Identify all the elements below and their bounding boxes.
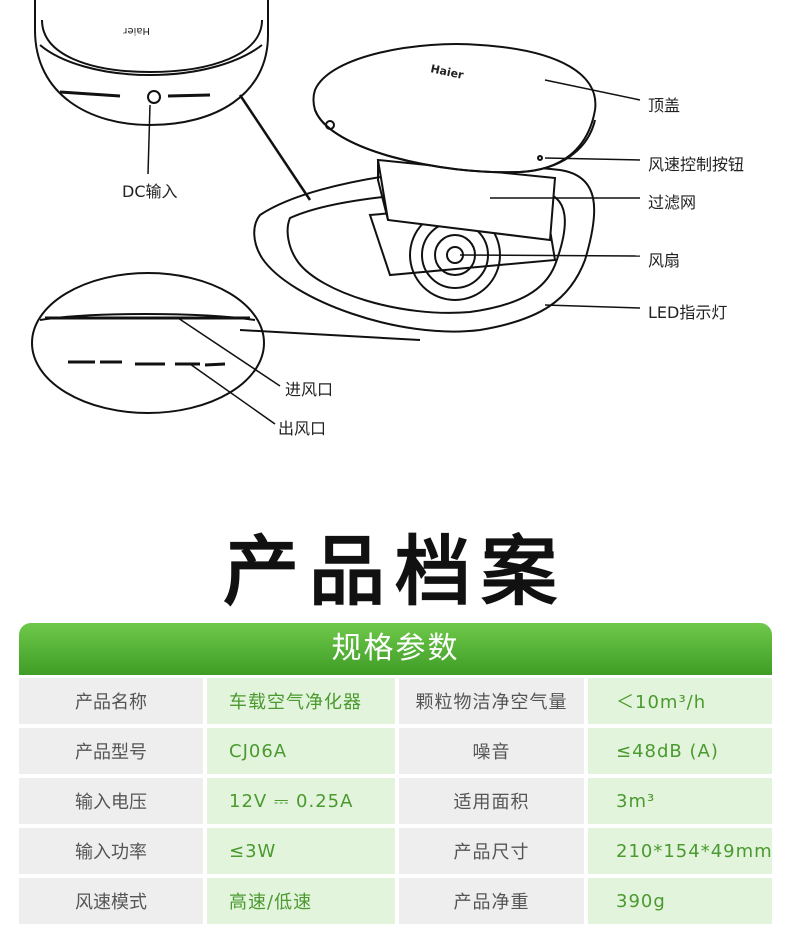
brand-logo-mirrored: Haier	[122, 25, 150, 36]
label-speed-button: 风速控制按钮	[648, 155, 745, 174]
label-dc-input: DC输入	[122, 182, 178, 201]
spec-table: 产品名称 车载空气净化器 颗粒物洁净空气量 ＜10m³/h 产品型号 CJ06A…	[19, 678, 772, 928]
spec-label: 适用面积	[399, 778, 584, 824]
spec-label: 风速模式	[19, 878, 203, 924]
spec-value: 12V ⎓ 0.25A	[207, 778, 395, 824]
spec-label: 产品型号	[19, 728, 203, 774]
section-title: 产品档案	[223, 527, 567, 616]
spec-value: CJ06A	[207, 728, 395, 774]
table-row: 产品型号 CJ06A 噪音 ≤48dB (A)	[19, 728, 772, 774]
product-exploded-diagram: Haier Haier DC输入 顶盖 风速控制按钮 过滤网 风扇 LED指示灯…	[31, 0, 745, 438]
table-row: 输入功率 ≤3W 产品尺寸 210*154*49mm	[19, 828, 772, 874]
spec-value: ≤3W	[207, 828, 395, 874]
label-led: LED指示灯	[648, 303, 728, 322]
label-fan: 风扇	[648, 251, 681, 270]
spec-label: 产品尺寸	[399, 828, 584, 874]
spec-value: 3m³	[588, 778, 772, 824]
spec-value: 210*154*49mm	[588, 828, 772, 874]
spec-value: ≤48dB (A)	[588, 728, 772, 774]
label-air-outlet: 出风口	[278, 419, 327, 438]
spec-label: 输入电压	[19, 778, 203, 824]
spec-label: 产品净重	[399, 878, 584, 924]
spec-value: ＜10m³/h	[588, 678, 772, 724]
table-row: 输入电压 12V ⎓ 0.25A 适用面积 3m³	[19, 778, 772, 824]
spec-label: 颗粒物洁净空气量	[399, 678, 584, 724]
label-air-inlet: 进风口	[285, 380, 334, 399]
label-filter: 过滤网	[648, 193, 697, 212]
spec-value: 390g	[588, 878, 772, 924]
table-row: 风速模式 高速/低速 产品净重 390g	[19, 878, 772, 924]
label-top-cover: 顶盖	[648, 96, 681, 115]
diagram-illustration: Haier Haier	[31, 0, 641, 425]
spec-label: 噪音	[399, 728, 584, 774]
spec-value: 车载空气净化器	[207, 678, 395, 724]
table-row: 产品名称 车载空气净化器 颗粒物洁净空气量 ＜10m³/h	[19, 678, 772, 724]
spec-label: 输入功率	[19, 828, 203, 874]
spec-label: 产品名称	[19, 678, 203, 724]
spec-value: 高速/低速	[207, 878, 395, 924]
spec-table-header: 规格参数	[19, 623, 772, 675]
